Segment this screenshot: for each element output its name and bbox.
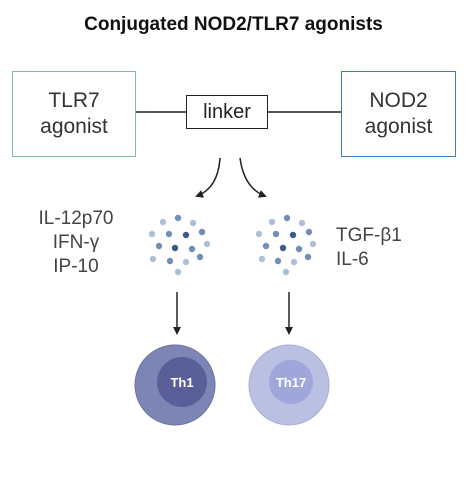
- cytokine-right-dot: [298, 219, 306, 227]
- tlr7-agonist-box: TLR7 agonist: [12, 71, 136, 157]
- cytokine-left-dot: [171, 244, 179, 252]
- cytokine-left-dot: [174, 214, 182, 222]
- cytokine-left-dot: [174, 268, 182, 276]
- tlr7-label: TLR7: [48, 89, 100, 112]
- nod2-agonist-box: NOD2 agonist: [341, 71, 456, 157]
- nod2-agonist-label: agonist: [364, 115, 433, 138]
- cytokine-right-dot: [262, 242, 270, 250]
- cytokine-left-dot: [203, 240, 211, 248]
- cytokine-right-dot: [309, 240, 317, 248]
- cytokine-left-dot: [189, 219, 197, 227]
- cytokine-left-dot: [198, 228, 206, 236]
- cytokine-il12p70: IL-12p70: [38, 208, 114, 229]
- cytokine-right-dot: [290, 258, 298, 266]
- cytokine-right-dot: [305, 228, 313, 236]
- cytokine-left-dot: [155, 242, 163, 250]
- cytokine-ifn-gamma: IFN-γ: [52, 232, 100, 253]
- cytokine-dots-right: [255, 214, 317, 276]
- left-cytokine-list: IL-12p70 IFN-γ IP-10: [20, 207, 132, 279]
- cytokine-right-dot: [282, 268, 290, 276]
- cytokine-left-dot: [196, 253, 204, 261]
- cytokine-right-dot: [258, 255, 266, 263]
- tlr7-agonist-label: agonist: [40, 115, 108, 138]
- cytokine-right-dot: [274, 257, 282, 265]
- curved-arrow-left: [195, 157, 221, 198]
- cytokine-il6: IL-6: [336, 249, 369, 270]
- cytokine-left-dot: [149, 255, 157, 263]
- linker-box: linker: [186, 95, 268, 129]
- cytokine-right-dot: [304, 253, 312, 261]
- cytokine-left-dot: [188, 245, 196, 253]
- th1-cell: Th1: [134, 344, 216, 426]
- cytokine-left-dot: [182, 258, 190, 266]
- th1-cell-nucleus: [157, 357, 207, 407]
- cytokine-right-dot: [268, 218, 276, 226]
- cytokine-right-dot: [283, 214, 291, 222]
- cytokine-dots-left: [148, 214, 211, 276]
- cytokine-left-dot: [166, 257, 174, 265]
- cytokine-ip10: IP-10: [53, 256, 99, 277]
- nod2-label: NOD2: [369, 89, 428, 112]
- cytokine-right-dot: [279, 244, 287, 252]
- th17-cell-nucleus: [269, 360, 313, 404]
- cytokine-left-dot: [182, 231, 190, 239]
- th17-label: Th17: [276, 375, 306, 390]
- diagram-title: Conjugated NOD2/TLR7 agonists: [84, 14, 383, 35]
- curved-arrow-right: [239, 157, 267, 198]
- cytokine-left-dot: [165, 230, 173, 238]
- th17-cell: Th17: [248, 344, 330, 426]
- cytokine-left-dot: [148, 230, 156, 238]
- cytokine-right-dot: [295, 245, 303, 253]
- th1-label: Th1: [170, 375, 193, 390]
- right-cytokine-list: TGF-β1 IL-6: [336, 224, 406, 272]
- cytokine-tgf-beta1: TGF-β1: [336, 225, 402, 246]
- cytokine-right-dot: [289, 231, 297, 239]
- cytokine-right-dot: [255, 230, 263, 238]
- cytokine-right-dot: [272, 230, 280, 238]
- cytokine-left-dot: [159, 218, 167, 226]
- linker-label: linker: [203, 101, 251, 123]
